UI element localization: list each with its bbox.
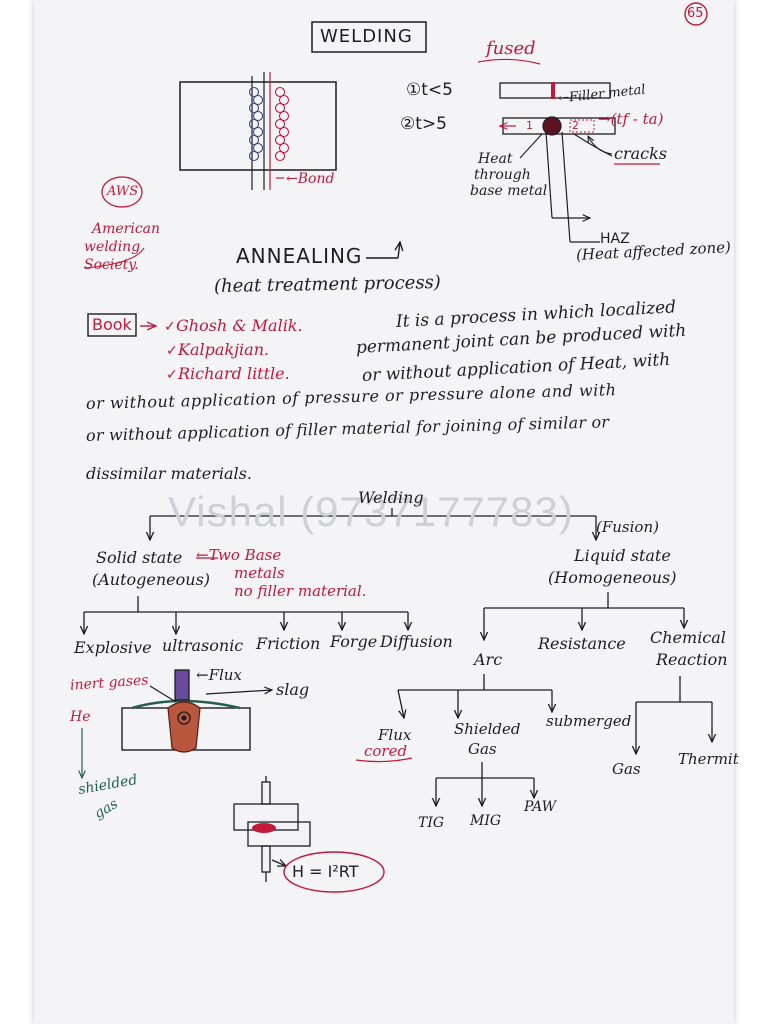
book-item-2: Kalpakjian. — [178, 340, 270, 359]
mig-label: MIG — [470, 813, 502, 829]
page-title: WELDING — [320, 26, 413, 47]
shielded-arc-diagram — [82, 669, 272, 778]
slag-label: slag — [276, 680, 310, 699]
gas-label: Gas — [612, 760, 641, 778]
solid-state-label: Solid state — [96, 548, 183, 567]
book-item-1: Ghosh & Malik. — [176, 316, 303, 335]
solid-note-1: ←Two Base — [196, 546, 282, 564]
submerged-label: submerged — [546, 712, 632, 730]
tree-root: Welding — [358, 488, 424, 507]
cracks-label: cracks — [614, 144, 668, 163]
weld-joint-diagram — [179, 72, 337, 190]
bond-label: ←Bond — [286, 171, 335, 187]
he-label: He — [70, 709, 91, 725]
explosive-label: Explosive — [74, 638, 152, 657]
aws-full-3: Society. — [84, 257, 139, 273]
annealing-subtitle: (heat treatment process) — [213, 272, 442, 297]
solid-note-2: metals — [234, 564, 285, 582]
liquid-state-label: Liquid state — [574, 546, 671, 565]
formula-circle — [283, 851, 385, 893]
region-2: 2 — [572, 119, 579, 132]
definition-line-6: dissimilar materials. — [86, 464, 252, 483]
resistance-label: Resistance — [538, 634, 626, 653]
forge-label: Forge — [330, 632, 378, 651]
chemical-label: Chemical — [650, 628, 726, 647]
homogeneous-label: (Homogeneous) — [548, 568, 677, 587]
heat-label-2: through — [474, 167, 531, 183]
aws-full-2: welding — [84, 239, 141, 255]
tf-ta-label: →(tf - ta) — [598, 110, 664, 128]
autogeneous-label: (Autogeneous) — [92, 570, 211, 589]
resistance-formula: H = I²RT — [292, 862, 359, 881]
heat-label-1: Heat — [478, 151, 513, 167]
ultrasonic-label: ultrasonic — [162, 636, 244, 655]
friction-label: Friction — [256, 634, 321, 653]
page-number-circle — [684, 2, 708, 26]
shielded-gas-label: Gas — [468, 740, 497, 758]
title-box — [311, 21, 427, 53]
cored-label: cored — [364, 742, 408, 760]
tree-lines — [84, 508, 712, 806]
book-box — [87, 313, 137, 337]
annealing-arrow — [366, 242, 400, 259]
notebook-page — [34, 0, 734, 1024]
shielded-label: Shielded — [454, 720, 521, 738]
solid-note-3: no filler material. — [234, 582, 367, 600]
book-check-1: ✓ — [164, 319, 176, 335]
paw-label: PAW — [524, 799, 557, 815]
diffusion-label: Diffusion — [380, 632, 453, 651]
region-1: 1 — [526, 119, 533, 132]
aws-abbr: AWS — [107, 184, 139, 199]
cored-underline — [355, 757, 413, 763]
aws-bracket — [83, 247, 145, 269]
fused-label: fused — [486, 38, 536, 59]
flux-arrow-label: ←Flux — [196, 666, 242, 684]
arc-label: Arc — [474, 650, 503, 669]
case-2: ②t>5 — [400, 114, 447, 134]
annealing-title: ANNEALING — [236, 244, 363, 268]
book-item-3: Richard little. — [178, 364, 290, 383]
thermit-label: Thermit — [678, 750, 739, 768]
heat-label-3: base metal — [470, 183, 548, 199]
fused-joint-diagram — [477, 58, 660, 243]
book-check-3: ✓ — [166, 367, 178, 383]
haz-label: HAZ — [600, 231, 630, 247]
book-label: Book — [92, 315, 132, 334]
case-1: ①t<5 — [406, 80, 453, 100]
page-number: 65 — [687, 6, 704, 21]
aws-full-1: American — [92, 221, 161, 237]
tig-label: TIG — [418, 815, 445, 831]
book-check-2: ✓ — [166, 343, 178, 359]
reaction-label: Reaction — [656, 650, 728, 669]
watermark: Vishal (9737177783) — [168, 488, 574, 535]
tree-fusion: (Fusion) — [596, 518, 659, 536]
aws-circle — [101, 176, 143, 208]
resistance-diagram — [233, 776, 311, 882]
flux-label: Flux — [378, 726, 412, 744]
